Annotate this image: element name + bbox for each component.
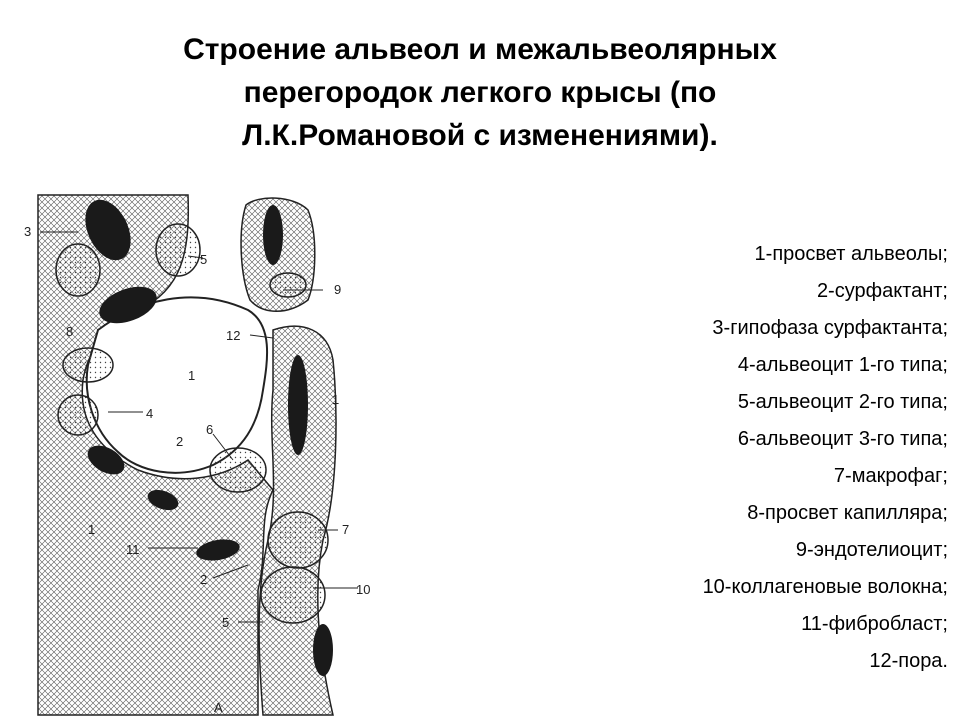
legend-item: 8-просвет капилляра; — [747, 502, 948, 524]
figure-caption: А — [214, 700, 223, 715]
label-4: 4 — [146, 406, 153, 421]
legend-item: 7-макрофаг; — [833, 465, 948, 487]
legend-item: 10-коллагеновые волокна; — [702, 576, 948, 598]
label-1-bottom: 1 — [88, 522, 95, 537]
label-7: 7 — [342, 522, 349, 537]
label-6: 6 — [206, 422, 213, 437]
label-1-top: 1 — [188, 368, 195, 383]
label-9: 9 — [334, 282, 341, 297]
label-8: 8 — [66, 324, 73, 339]
label-5-top: 5 — [200, 252, 207, 267]
title-line-2: перегородок легкого крысы (по — [243, 76, 717, 109]
label-10: 10 — [356, 582, 370, 597]
label-12: 12 — [226, 328, 240, 343]
legend-item: 6-альвеоцит 3-го типа; — [737, 428, 948, 450]
title-line-3: Л.К.Романовой с изменениями). — [242, 119, 718, 152]
legend-item: 5-альвеоцит 2-го типа; — [737, 391, 948, 413]
label-2-bottom: 2 — [200, 572, 207, 587]
legend-item: 9-эндотелиоцит; — [795, 539, 948, 561]
capillaries — [85, 199, 333, 676]
alveoli-drawing: 3 5 8 1 4 6 2 9 12 1 1 7 11 2 10 5 А — [24, 194, 370, 716]
label-11: 11 — [126, 542, 140, 557]
legend-list: 1-просвет альвеолы; 2-сурфактант; 3-гипо… — [560, 236, 948, 680]
left-septum — [37, 194, 274, 716]
legend-item: 2-сурфактант; — [816, 280, 948, 302]
alveolocytes — [55, 223, 329, 624]
title-line-1: Строение альвеол и межальвеолярных — [183, 33, 777, 66]
legend-item: 12-пора. — [869, 650, 948, 672]
slide-title: Строение альвеол и межальвеолярных перег… — [60, 28, 900, 157]
leader-lines — [40, 231, 358, 623]
legend-item: 11-фибробласт; — [801, 613, 948, 635]
alveolar-lumen — [85, 296, 269, 474]
label-5-bottom: 5 — [222, 615, 229, 630]
label-3: 3 — [24, 224, 31, 239]
label-2-mid: 2 — [176, 434, 183, 449]
legend-item: 1-просвет альвеолы; — [754, 243, 948, 265]
legend-item: 4-альвеоцит 1-го типа; — [737, 354, 948, 376]
legend-item: 3-гипофаза сурфактанта; — [712, 317, 948, 339]
label-1-right: 1 — [332, 392, 339, 407]
alveoli-illustration: 3 5 8 1 4 6 2 9 12 1 1 7 11 2 10 5 А — [18, 190, 390, 720]
